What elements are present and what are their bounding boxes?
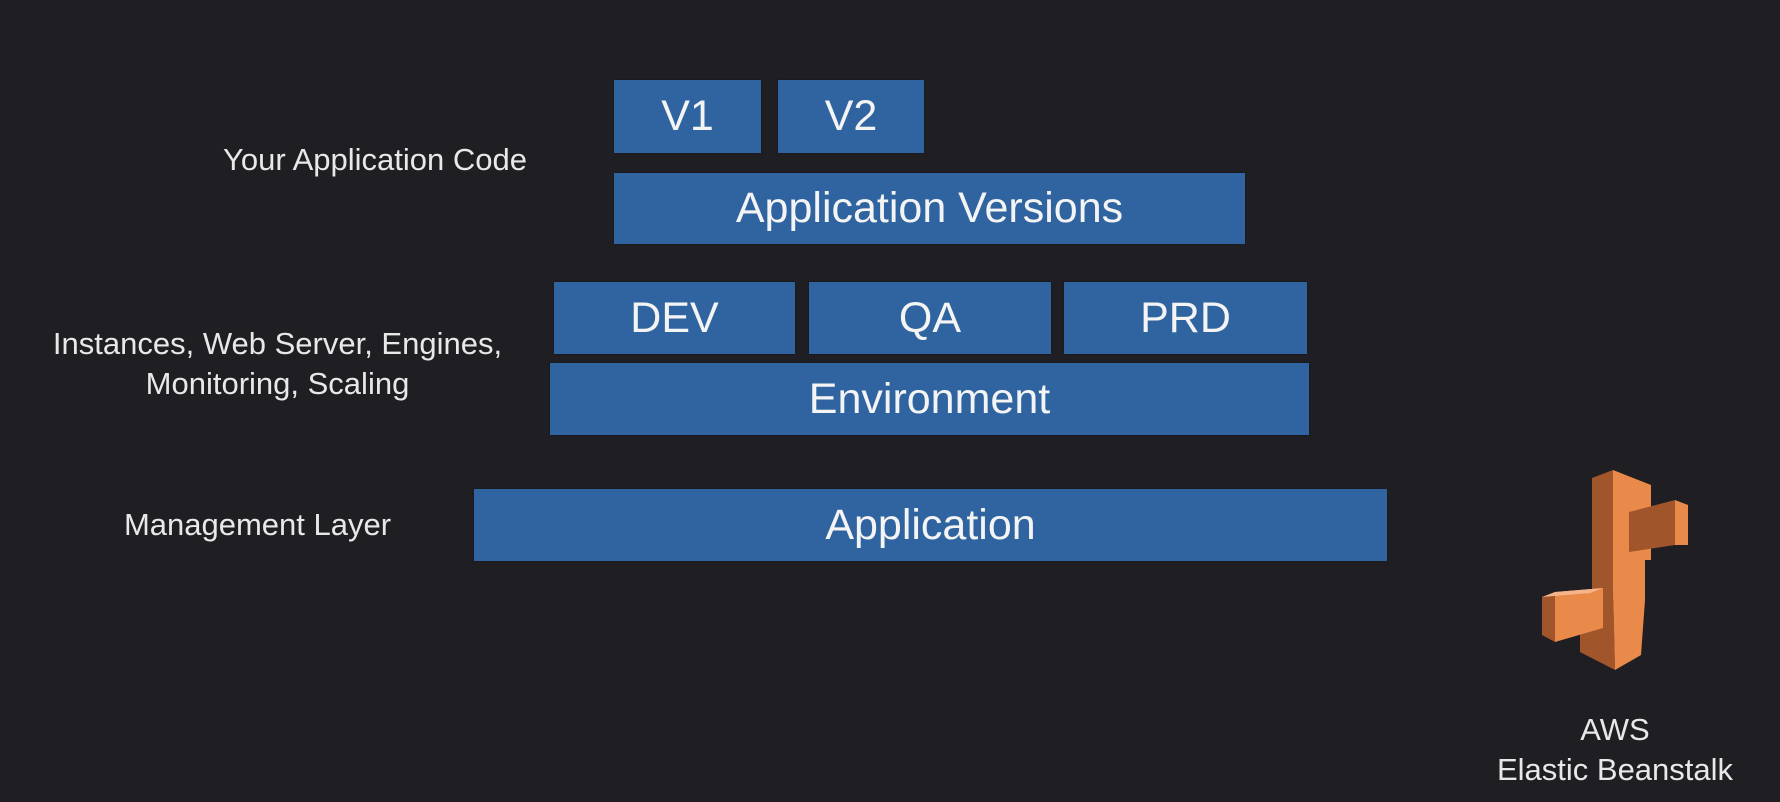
environment-block-prd: PRD [1064, 282, 1307, 354]
layer-label-environment-line-1: Instances, Web Server, Engines, [52, 326, 503, 361]
logo-column-lower-right-face [1613, 588, 1645, 670]
aws-elastic-beanstalk-logo-icon [1542, 470, 1688, 670]
logo-lower-arm-front-face [1555, 588, 1603, 642]
application-block: Application [474, 489, 1387, 561]
brand-caption: AWS Elastic Beanstalk [1470, 710, 1760, 790]
logo-lower-arm-end-face [1542, 592, 1555, 642]
logo-upper-arm-end-face [1675, 500, 1688, 545]
environment-block-dev: DEV [554, 282, 795, 354]
version-block-v1: V1 [614, 80, 761, 153]
logo-lower-arm-top-edge [1542, 588, 1603, 597]
version-block-v2: V2 [778, 80, 924, 153]
logo-upper-arm-side-face [1629, 500, 1675, 552]
environment-block: Environment [550, 363, 1309, 435]
layer-label-application-code: Your Application Code [223, 142, 527, 177]
brand-line-aws: AWS [1580, 712, 1650, 747]
logo-column-upper-left-face [1592, 470, 1613, 608]
layer-label-management: Management Layer [123, 507, 392, 542]
layer-label-environment: Instances, Web Server, Engines, Monitori… [30, 324, 525, 404]
layer-label-environment-line-2: Monitoring, Scaling [145, 366, 410, 401]
application-versions-block: Application Versions [614, 173, 1245, 244]
brand-line-product: Elastic Beanstalk [1496, 752, 1734, 787]
environment-block-qa: QA [809, 282, 1051, 354]
